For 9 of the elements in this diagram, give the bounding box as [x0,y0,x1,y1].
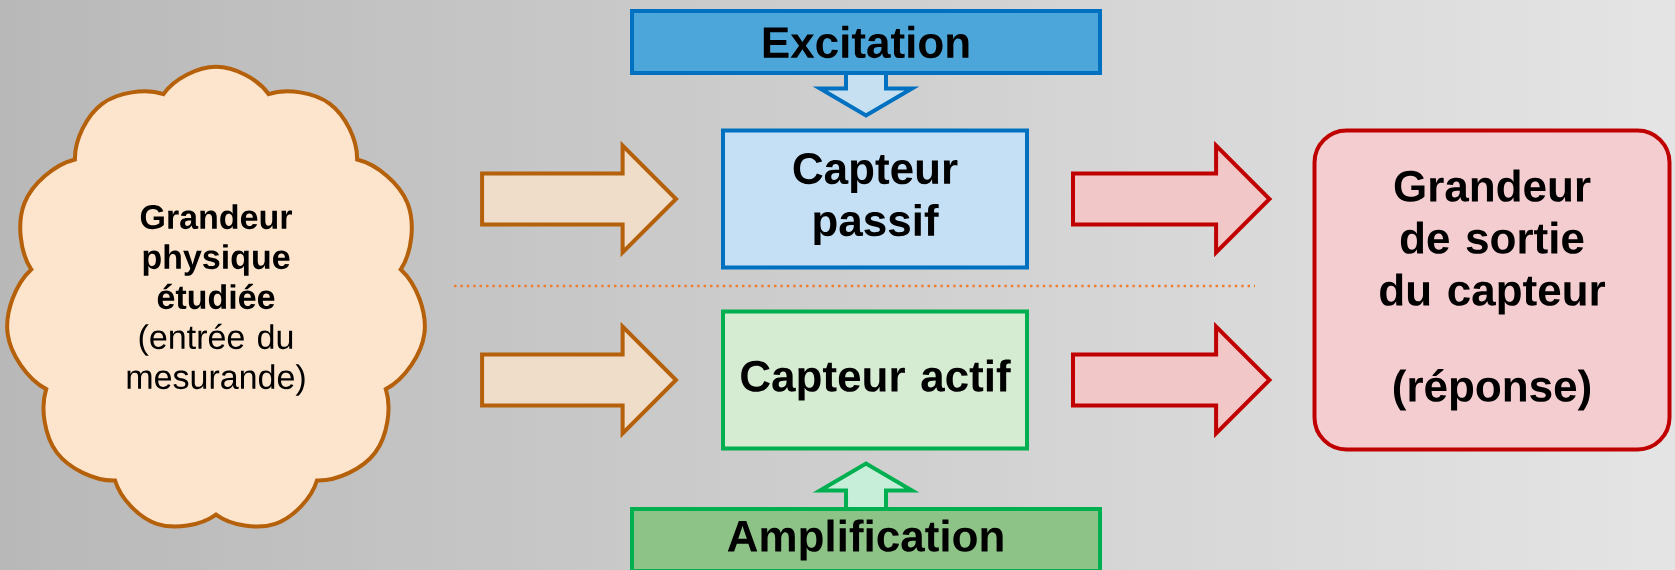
sensor-box: Capteur passif [721,128,1029,270]
output-box: Grandeur de sortie du capteur (réponse) [1312,128,1672,452]
label-box: Excitation [630,9,1102,75]
block-arrow [480,140,679,258]
block-arrow [1071,321,1273,439]
label-box: Amplification [630,507,1102,570]
sensor-box: Capteur actif [721,309,1029,451]
block-arrow [480,321,679,439]
block-arrow [1071,140,1273,258]
